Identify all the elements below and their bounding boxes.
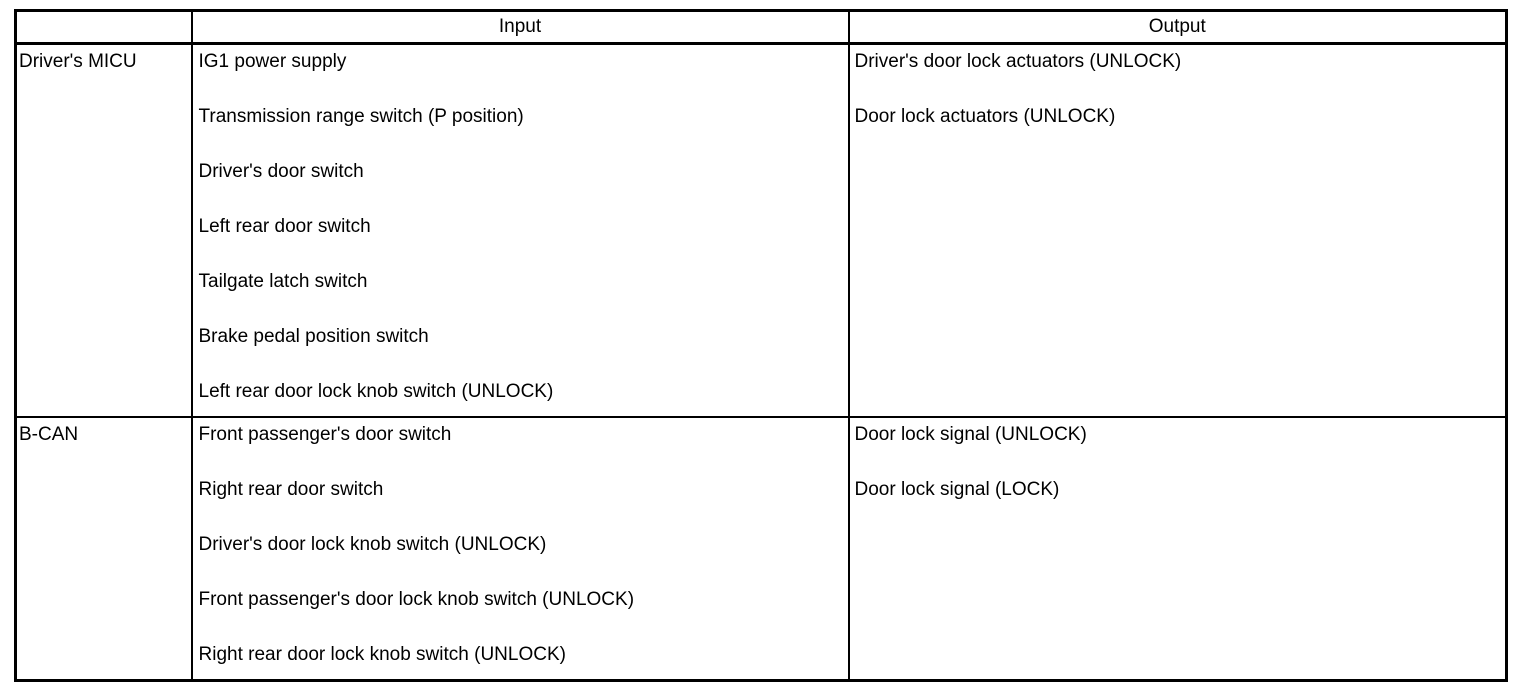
cell-spacer	[199, 402, 848, 416]
input-cell-drivers-micu: IG1 power supply Transmission range swit…	[190, 43, 850, 417]
list-item: Driver's door lock actuators (UNLOCK)	[854, 51, 1182, 72]
list-item: Left rear door switch	[198, 216, 371, 237]
input-cell-b-can: Front passenger's door switch Right rear…	[190, 416, 850, 681]
table-header-row: Input Output	[15, 10, 1507, 45]
list-item: Driver's door lock knob switch (UNLOCK)	[198, 534, 547, 555]
table-row: B-CAN Front passenger's door switch Righ…	[15, 416, 1507, 681]
list-item: Driver's door switch	[198, 161, 364, 182]
system-label-drivers-micu: Driver's MICU	[15, 43, 192, 417]
input-list-b-can: Front passenger's door switch Right rear…	[199, 425, 848, 665]
list-item: Right rear door lock knob switch (UNLOCK…	[198, 644, 566, 665]
output-list-drivers-micu: Driver's door lock actuators (UNLOCK) Do…	[855, 52, 1506, 127]
table-row: Driver's MICU IG1 power supply Transmiss…	[15, 43, 1507, 417]
system-label-b-can: B-CAN	[15, 416, 192, 681]
list-item: Tailgate latch switch	[198, 271, 368, 292]
column-header-input: Input	[190, 10, 850, 45]
input-list-drivers-micu: IG1 power supply Transmission range swit…	[199, 52, 848, 402]
list-item: Door lock signal (LOCK)	[854, 479, 1060, 500]
list-item: Right rear door switch	[198, 479, 384, 500]
cell-spacer	[199, 665, 848, 679]
list-item: Brake pedal position switch	[198, 326, 429, 347]
list-item: Door lock signal (UNLOCK)	[854, 424, 1087, 445]
input-output-spec-table: Input Output Driver's MICU IG1 power sup…	[14, 9, 1508, 682]
list-item: Front passenger's door lock knob switch …	[198, 589, 635, 610]
output-cell-b-can: Door lock signal (UNLOCK) Door lock sign…	[848, 416, 1507, 681]
output-list-b-can: Door lock signal (UNLOCK) Door lock sign…	[855, 425, 1506, 500]
list-item: IG1 power supply	[198, 51, 347, 72]
column-header-output: Output	[848, 10, 1507, 45]
output-cell-drivers-micu: Driver's door lock actuators (UNLOCK) Do…	[848, 43, 1507, 417]
list-item: Left rear door lock knob switch (UNLOCK)	[198, 381, 554, 402]
column-header-system	[15, 10, 192, 45]
table-body: Driver's MICU IG1 power supply Transmiss…	[15, 43, 1507, 681]
list-item: Front passenger's door switch	[198, 424, 452, 445]
table-header: Input Output	[15, 10, 1507, 45]
list-item: Transmission range switch (P position)	[198, 106, 524, 127]
list-item: Door lock actuators (UNLOCK)	[854, 106, 1116, 127]
